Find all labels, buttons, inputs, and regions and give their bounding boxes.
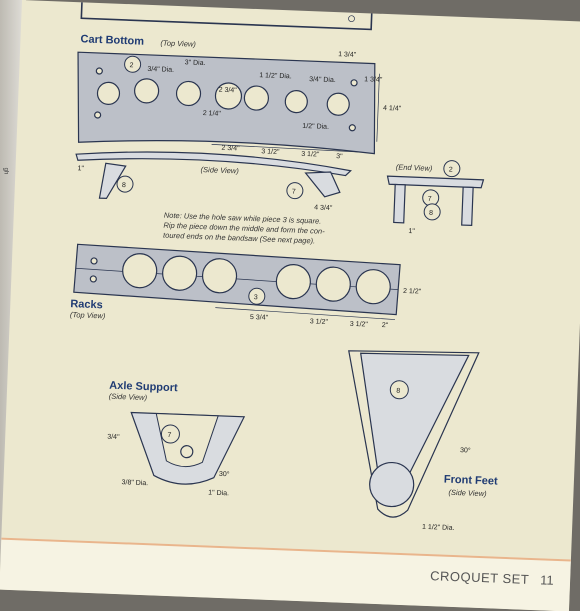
- svg-text:3": 3": [336, 153, 343, 160]
- svg-text:3 1/2": 3 1/2": [310, 318, 329, 326]
- svg-text:2 3/4": 2 3/4": [221, 145, 240, 153]
- side-dim-1: 1": [77, 165, 84, 172]
- racks-part-3-label: 3: [254, 294, 258, 301]
- front-feet-outline: [348, 350, 480, 518]
- axle-hole: [180, 445, 194, 459]
- front-feet-dim-1-1-2-dia: 1 1/2" Dia.: [422, 524, 455, 532]
- svg-text:1 1/2" Dia.: 1 1/2" Dia.: [259, 72, 292, 80]
- front-feet-dim-30: 30°: [460, 446, 471, 454]
- axle-dim-30: 30°: [219, 470, 230, 478]
- cart-side-view-board: [75, 151, 352, 177]
- top-partial-board: [80, 0, 374, 31]
- side-part-8-callout: [116, 175, 134, 193]
- end-part-8-callout: [423, 203, 441, 221]
- top-partial-hole: [348, 15, 355, 23]
- side-view-leg-front: [98, 162, 127, 200]
- svg-text:1/2" Dia.: 1/2" Dia.: [302, 123, 329, 131]
- end-part-8-label: 8: [429, 210, 433, 217]
- note-text: Note: Use the hole saw while piece 3 is …: [163, 211, 325, 246]
- racks-dimensions: 5 3/4" 3 1/2" 3 1/2" 2" 2 1/2": [215, 288, 422, 329]
- cart-bottom-title: Cart Bottom: [80, 33, 144, 47]
- cart-bottom-holes: [94, 67, 358, 132]
- front-feet-title: Front Feet: [444, 474, 499, 488]
- end-dim-1: 1": [408, 228, 415, 235]
- svg-text:2 1/4": 2 1/4": [203, 110, 222, 118]
- racks-part-3-callout: [248, 287, 266, 305]
- svg-text:5 3/4": 5 3/4": [250, 314, 269, 322]
- svg-text:3/4" Dia.: 3/4" Dia.: [309, 76, 336, 84]
- svg-text:4 1/4": 4 1/4": [383, 105, 402, 113]
- cart-bottom-dimensions: 3" Dia. 3/4" Dia. 2 3/4" 1 1/2" Dia. 3/4…: [147, 51, 402, 160]
- svg-text:3 1/2": 3 1/2": [261, 148, 280, 156]
- end-view-leg-right: [461, 186, 474, 227]
- racks-title: Racks: [70, 298, 103, 311]
- axle-part-7-label: 7: [167, 432, 171, 439]
- side-view-axle-support: [304, 171, 341, 198]
- axle-part-7-callout: [160, 424, 180, 444]
- svg-text:2 1/2": 2 1/2": [403, 288, 422, 296]
- racks-view: (Top View): [70, 310, 106, 320]
- front-feet-part-8-callout: [389, 380, 409, 400]
- front-feet-view: (Side View): [448, 488, 487, 498]
- side-dim-4-3-4: 4 3/4": [314, 204, 333, 212]
- footer-title: CROQUET SET: [429, 568, 530, 587]
- cart-bottom-view: (Top View): [160, 38, 196, 48]
- svg-text:1 3/4": 1 3/4": [364, 76, 383, 84]
- left-page-text: gh: [2, 167, 9, 175]
- end-view-label: (End View): [396, 162, 433, 172]
- end-view-board: [386, 175, 485, 189]
- axle-dim-1-dia: 1" Dia.: [208, 490, 229, 498]
- svg-text:1 3/4": 1 3/4": [338, 51, 357, 59]
- racks-board: [73, 243, 401, 316]
- racks-holes: [89, 253, 391, 305]
- axle-dim-3-4: 3/4": [107, 434, 120, 441]
- svg-text:3" Dia.: 3" Dia.: [185, 59, 206, 67]
- end-part-7-label: 7: [428, 196, 432, 203]
- front-feet-part-8-label: 8: [396, 388, 400, 395]
- axle-support-view: (Side View): [109, 392, 148, 402]
- side-part-7-label: 7: [292, 189, 296, 196]
- side-view-label: (Side View): [200, 165, 239, 175]
- axle-support-title: Axle Support: [109, 380, 178, 395]
- page-number: 11: [539, 572, 554, 588]
- svg-text:3 1/2": 3 1/2": [301, 151, 320, 159]
- svg-text:2": 2": [382, 322, 389, 329]
- axle-dim-3-8-dia: 3/8" Dia.: [121, 479, 148, 487]
- front-feet-radius: [369, 461, 415, 508]
- end-part-2-label: 2: [449, 167, 453, 174]
- part-2-label: 2: [129, 62, 133, 69]
- end-part-2-callout: [443, 160, 461, 178]
- part-2-callout: [124, 55, 142, 73]
- svg-text:2 3/4": 2 3/4": [219, 87, 238, 95]
- svg-text:3 1/2": 3 1/2": [350, 321, 369, 329]
- side-part-8-label: 8: [122, 182, 126, 189]
- end-view-leg-left: [393, 183, 406, 224]
- side-part-7-callout: [286, 182, 304, 200]
- svg-text:3/4" Dia.: 3/4" Dia.: [147, 66, 174, 74]
